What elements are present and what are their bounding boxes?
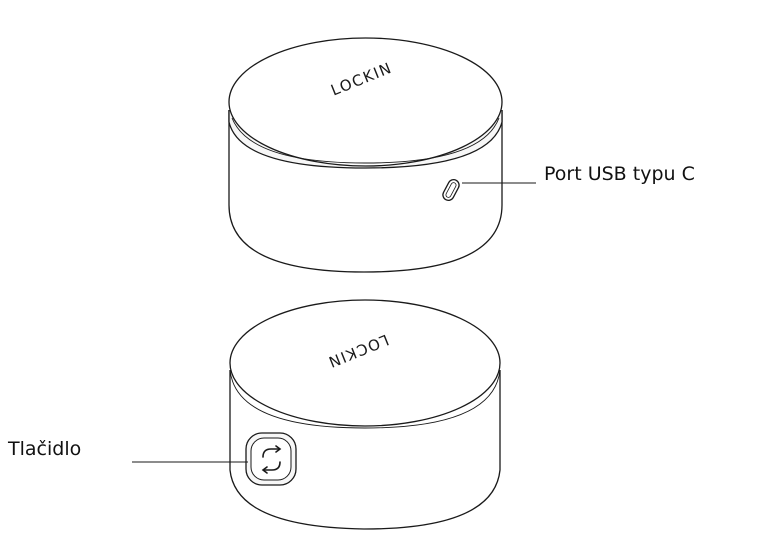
button-label: Tlačidlo	[8, 438, 82, 460]
top-device-lid	[228, 37, 503, 167]
usb-port-label: Port USB typu C	[544, 163, 695, 185]
button-inner	[250, 437, 292, 481]
top-device	[228, 37, 536, 273]
bottom-device-lid	[229, 299, 501, 427]
sync-button-icon	[261, 445, 282, 474]
bottom-device	[132, 299, 501, 530]
top-device-lid-edge	[231, 117, 500, 164]
usb-c-port-icon	[442, 178, 460, 202]
bottom-device-lid-edge	[229, 369, 501, 429]
